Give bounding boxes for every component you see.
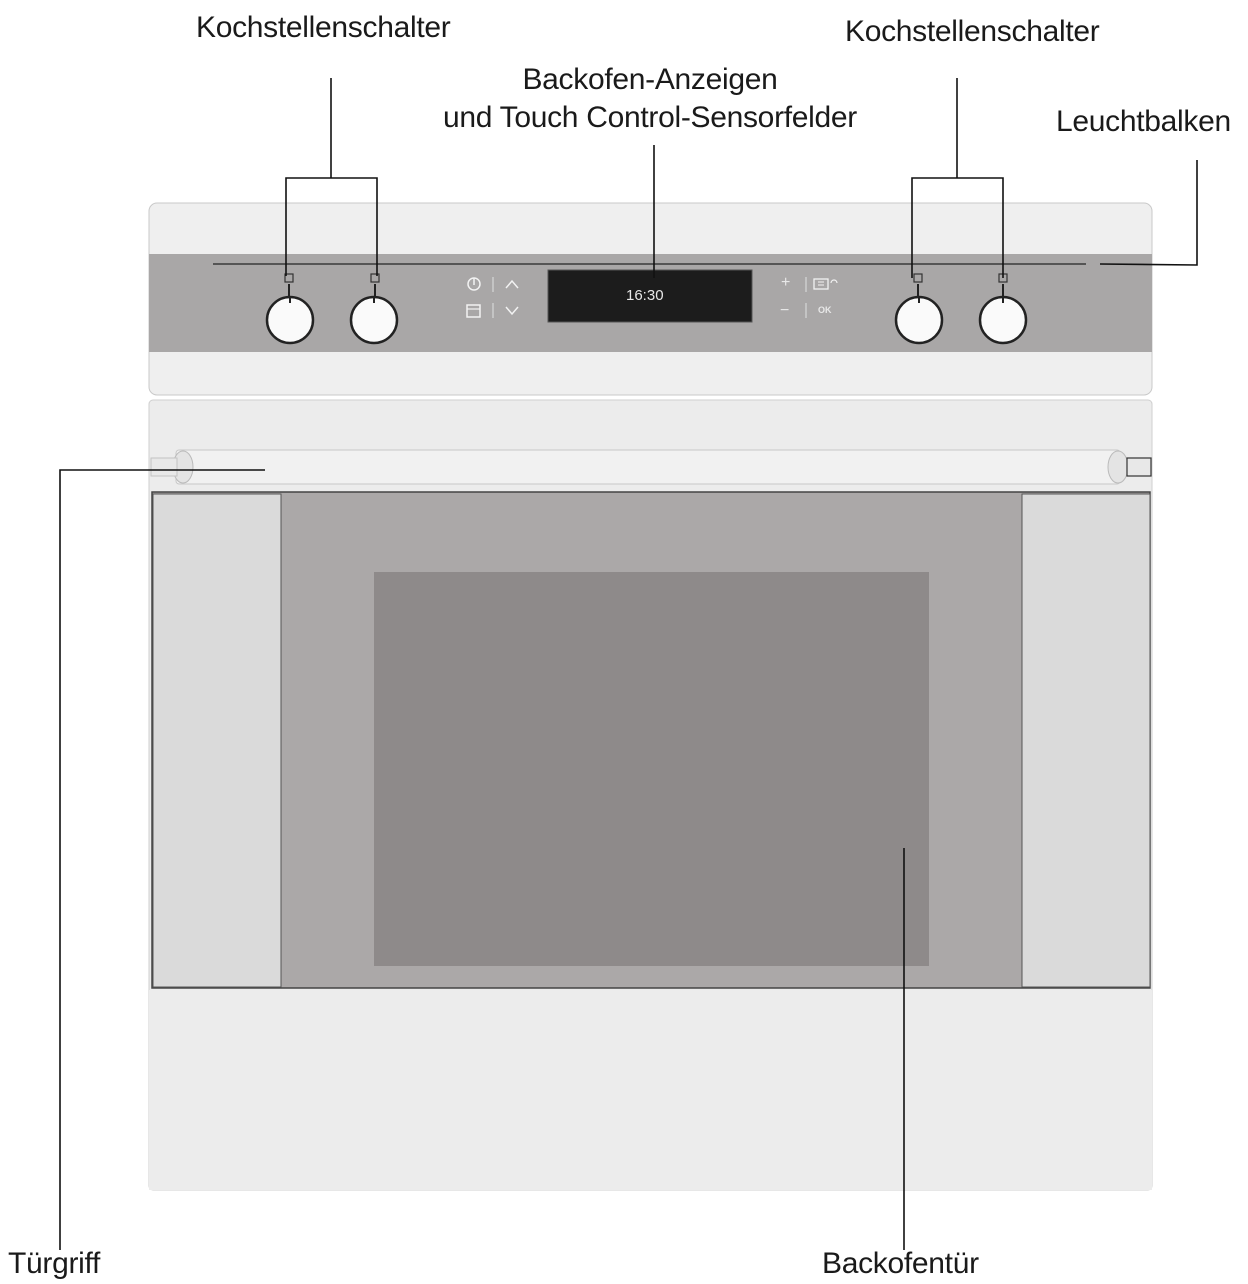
label-display-line2: und Touch Control-Sensorfelder [442, 101, 858, 134]
sensor-plus-button[interactable]: + [781, 274, 791, 291]
oven-display [547, 269, 753, 323]
label-hob-switch-right: Kochstellenschalter [845, 15, 1100, 48]
sensor-ok-button[interactable]: OK [818, 305, 832, 315]
hob-knob-4[interactable] [978, 273, 1028, 345]
sensor-oven-function-icon[interactable] [466, 304, 481, 318]
door-lower-panel [149, 990, 1152, 1190]
hob-knob-3[interactable] [894, 273, 944, 345]
door-side-panel-left [152, 493, 282, 988]
door-handle-end-right [1107, 450, 1129, 484]
door-handle-bracket-right [1126, 457, 1152, 477]
label-hob-switch-left: Kochstellenschalter [196, 11, 451, 44]
sensor-power-icon[interactable] [467, 277, 481, 291]
sensor-minus-button[interactable]: − [780, 302, 790, 319]
label-light-bar: Leuchtbalken [1056, 105, 1231, 138]
door-handle-bracket-left [150, 457, 178, 477]
hob-knob-2[interactable] [349, 273, 399, 345]
label-oven-door: Backofentür [822, 1247, 979, 1280]
door-side-panel-right [1021, 493, 1151, 988]
door-glass [374, 572, 929, 966]
sensor-timer-icon[interactable] [813, 278, 838, 290]
door-handle-bar[interactable] [175, 449, 1121, 485]
leader-lines [59, 78, 1198, 1250]
hob-knob-1[interactable] [265, 273, 315, 345]
sensor-down-icon[interactable] [505, 306, 519, 316]
label-display-line1: Backofen-Anzeigen [522, 63, 778, 96]
display-time: 16:30 [626, 287, 664, 304]
sensor-up-icon[interactable] [505, 279, 519, 289]
label-door-handle: Türgriff [8, 1247, 101, 1280]
